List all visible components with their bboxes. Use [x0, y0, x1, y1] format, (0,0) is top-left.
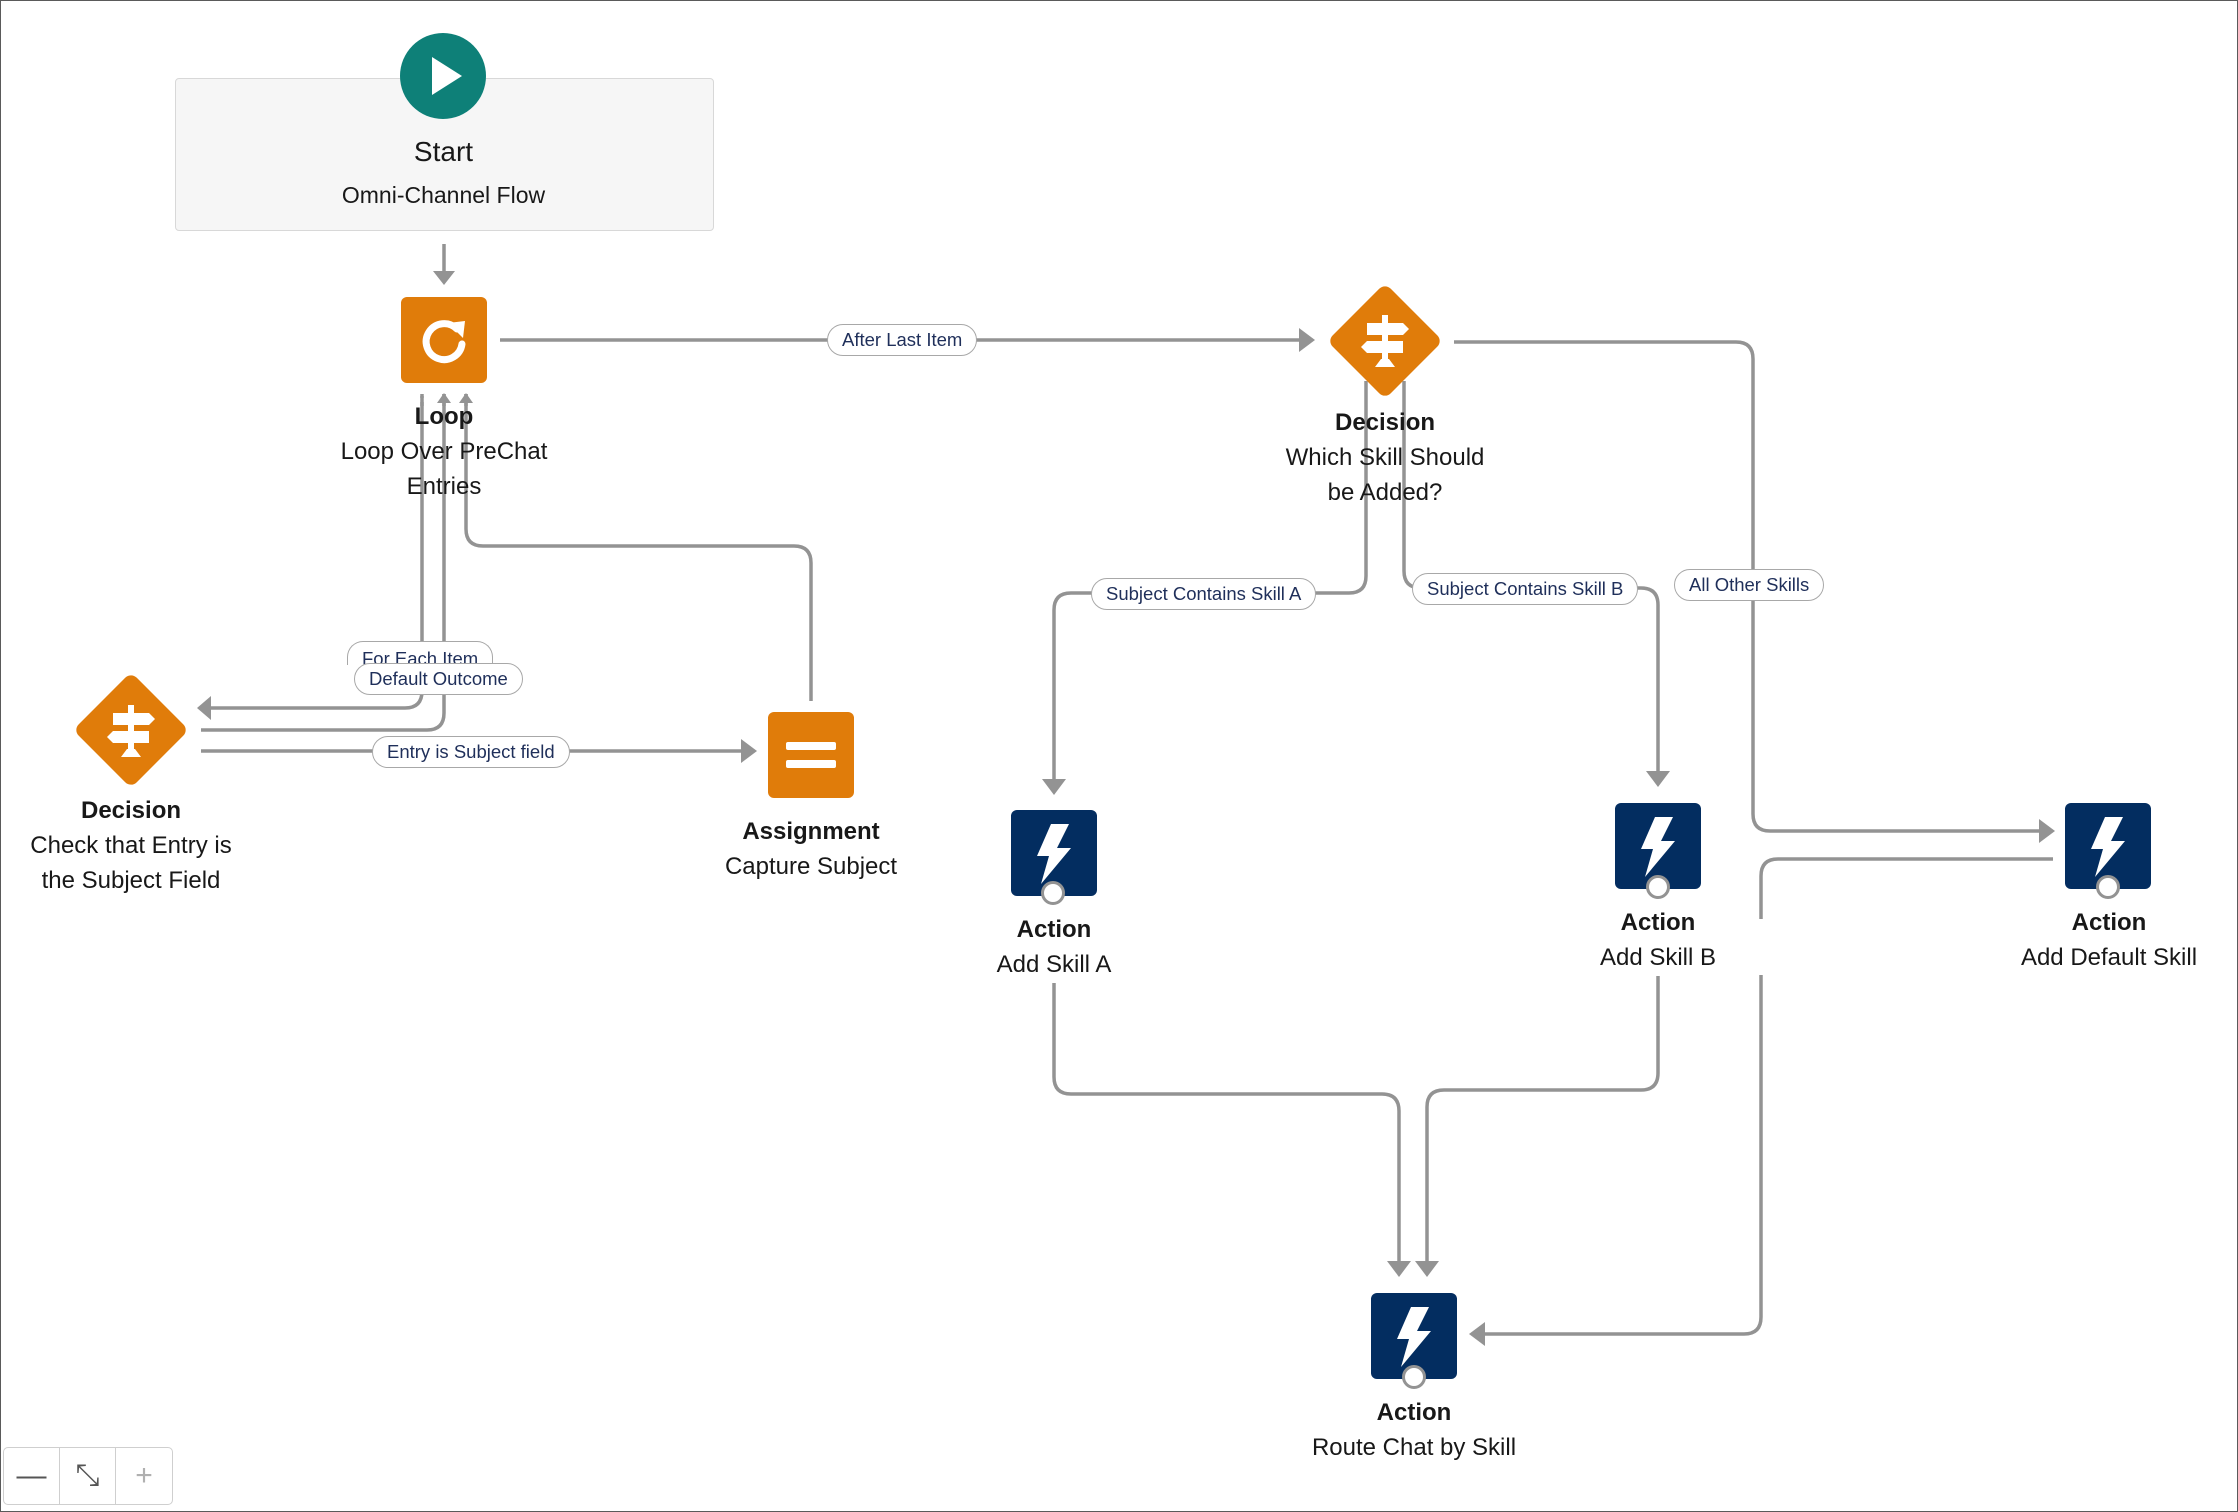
loop-node[interactable] [401, 297, 487, 383]
lightning-bolt-icon [1641, 817, 1675, 877]
node-name: Add Skill B [1599, 944, 1717, 971]
node-handle[interactable] [1402, 1365, 1426, 1389]
node-handle[interactable] [2096, 875, 2120, 899]
crossing-gap [1755, 919, 1767, 975]
loop-label: Loop Loop Over PreChat Entries [301, 399, 587, 504]
node-name: Capture Subject [724, 853, 898, 880]
arrowhead [2039, 819, 2055, 843]
start-title: Start [413, 136, 474, 167]
play-icon [432, 57, 462, 95]
connector-a-route[interactable] [1052, 983, 1401, 1263]
arrowhead [1299, 328, 1315, 352]
node-type: Action [1376, 1399, 1452, 1426]
node-type: Assignment [742, 818, 880, 845]
connector-label-default-outcome[interactable]: Default Outcome [354, 663, 523, 695]
arrowhead [433, 271, 455, 285]
zoom-controls: — ⤡ + [3, 1447, 173, 1505]
node-name: be Added? [1327, 479, 1443, 506]
decision-subject-label: Decision Check that Entry is the Subject… [1, 793, 261, 898]
arrowhead [741, 739, 757, 763]
arrowhead [1042, 779, 1066, 795]
arrowhead [1646, 771, 1670, 787]
start-node[interactable] [400, 33, 486, 119]
action-a-label: Action Add Skill A [921, 912, 1187, 982]
connector-default-route[interactable] [1483, 857, 2053, 1336]
node-type: Loop [414, 403, 474, 430]
lightning-bolt-icon [1037, 824, 1071, 884]
action-default-label: Action Add Default Skill [1981, 905, 2237, 975]
signpost-icon [107, 705, 155, 757]
equals-icon [786, 742, 836, 768]
lightning-bolt-icon [1397, 1307, 1431, 1367]
connector-label-for-each-item[interactable]: For Each Item [347, 641, 494, 665]
node-handle[interactable] [1041, 881, 1065, 905]
connector-label-entry-is-subject[interactable]: Entry is Subject field [372, 736, 570, 768]
node-type: Decision [1334, 409, 1436, 436]
node-type: Decision [80, 797, 182, 824]
action-b-label: Action Add Skill B [1525, 905, 1791, 975]
start-subtitle: Omni-Channel Flow [341, 182, 546, 208]
zoom-out-button[interactable]: — [4, 1448, 60, 1504]
action-route-label: Action Route Chat by Skill [1281, 1395, 1547, 1465]
assignment-node[interactable] [768, 712, 854, 798]
assignment-label: Assignment Capture Subject [681, 814, 941, 884]
node-name: Check that Entry is [30, 832, 232, 859]
connector-default-outcome[interactable] [201, 394, 446, 732]
connector-assignment-loop[interactable] [464, 394, 813, 701]
action-route-node[interactable] [1371, 1293, 1457, 1379]
arrowhead [1415, 1261, 1439, 1277]
arrowhead [1469, 1322, 1485, 1346]
node-type: Action [1620, 909, 1696, 936]
action-default-node[interactable] [2065, 803, 2151, 889]
decision-skill-label: Decision Which Skill Should be Added? [1255, 405, 1515, 510]
node-name: the Subject Field [41, 867, 221, 894]
arrowhead [197, 696, 211, 720]
node-type: Action [2071, 909, 2147, 936]
action-b-node[interactable] [1615, 803, 1701, 889]
lightning-bolt-icon [2091, 817, 2125, 877]
node-name: Entries [406, 473, 482, 500]
fit-view-button[interactable]: ⤡ [60, 1448, 116, 1504]
node-handle[interactable] [1646, 875, 1670, 899]
loop-icon [422, 320, 466, 364]
zoom-in-button[interactable]: + [135, 1459, 153, 1492]
node-name: Which Skill Should [1285, 444, 1485, 471]
arrowhead [1387, 1261, 1411, 1277]
node-name: Route Chat by Skill [1311, 1434, 1517, 1461]
signpost-icon [1361, 315, 1409, 367]
connector-label-after-last-item[interactable]: After Last Item [827, 324, 978, 356]
connector-label-subject-skill-a[interactable]: Subject Contains Skill A [1091, 578, 1317, 610]
node-name: Loop Over PreChat [340, 438, 548, 465]
connector-b-route[interactable] [1425, 976, 1660, 1263]
node-name: Add Skill A [996, 951, 1112, 978]
connector-label-subject-skill-b[interactable]: Subject Contains Skill B [1412, 573, 1639, 605]
connector-label-all-other-skills[interactable]: All Other Skills [1674, 569, 1825, 601]
node-name: Add Default Skill [2020, 944, 2198, 971]
node-type: Action [1016, 916, 1092, 943]
